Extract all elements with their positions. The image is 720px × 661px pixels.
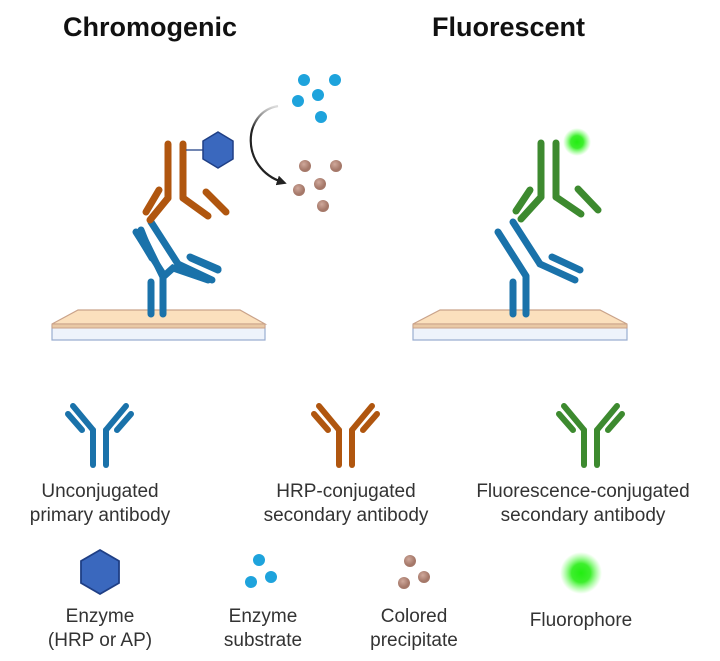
primary-antibody-left bbox=[133, 226, 222, 318]
legend-label-line2: secondary antibody bbox=[501, 505, 666, 526]
legend-label-line1: Colored bbox=[381, 606, 448, 627]
legend-fluorescent-secondary-antibody: Fluorescence-conjugated secondary antibo… bbox=[476, 403, 690, 526]
fluorescent-secondary-antibody bbox=[512, 139, 602, 223]
legend-label-line2: (HRP or AP) bbox=[48, 630, 152, 651]
enzyme-hexagon bbox=[202, 131, 234, 169]
conversion-arrow bbox=[249, 104, 287, 186]
enzyme-substrate-dots bbox=[292, 74, 341, 123]
legend-enzyme: Enzyme (HRP or AP) bbox=[48, 548, 152, 651]
legend-label-line2: substrate bbox=[224, 630, 302, 651]
primary-antibody-icon bbox=[65, 403, 134, 468]
legend-label-line2: primary antibody bbox=[30, 505, 171, 526]
title-chromogenic: Chromogenic bbox=[63, 12, 237, 42]
legend-label-line1: Fluorophore bbox=[530, 610, 632, 631]
legend-label-line2: secondary antibody bbox=[264, 505, 429, 526]
hrp-antibody-icon bbox=[311, 403, 380, 468]
title-fluorescent: Fluorescent bbox=[432, 12, 585, 42]
solid-surface-right bbox=[412, 309, 628, 341]
fluorescent-panel bbox=[412, 128, 628, 341]
enzyme-hexagon-icon bbox=[80, 548, 120, 596]
legend-label-line1: HRP-conjugated bbox=[276, 481, 415, 502]
solid-surface-left bbox=[51, 309, 268, 341]
primary-antibody-right bbox=[494, 218, 584, 318]
fluorescent-antibody-icon bbox=[556, 403, 625, 468]
legend-fluorophore: Fluorophore bbox=[530, 552, 632, 631]
hrp-secondary-antibody bbox=[142, 140, 230, 224]
fluorophore-icon bbox=[560, 552, 602, 594]
legend-label-line1: Enzyme bbox=[229, 606, 298, 627]
substrate-dots-icon bbox=[245, 554, 277, 588]
legend-enzyme-substrate: Enzyme substrate bbox=[224, 554, 302, 651]
chromogenic-panel bbox=[51, 74, 342, 341]
primary-antibody-left-arms bbox=[132, 218, 222, 284]
legend-colored-precipitate: Colored precipitate bbox=[370, 555, 458, 651]
precipitate-dots-icon bbox=[398, 555, 430, 589]
legend-hrp-secondary-antibody: HRP-conjugated secondary antibody bbox=[264, 403, 429, 526]
colored-precipitate-dots bbox=[293, 160, 342, 212]
legend-label-line1: Fluorescence-conjugated bbox=[476, 481, 689, 502]
legend-label-line1: Unconjugated bbox=[41, 481, 158, 502]
legend-primary-antibody: Unconjugated primary antibody bbox=[30, 403, 171, 526]
legend-label-line1: Enzyme bbox=[66, 606, 135, 627]
fluorophore-glow bbox=[563, 128, 591, 156]
legend-label-line2: precipitate bbox=[370, 630, 458, 651]
